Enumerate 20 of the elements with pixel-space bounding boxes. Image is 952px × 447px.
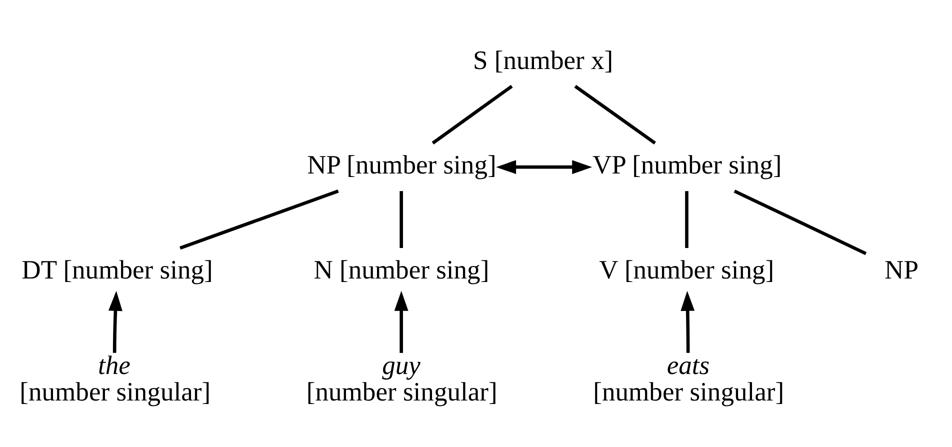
node-text: the [number singular] (20, 350, 211, 407)
arrow (680, 290, 695, 353)
connector (400, 191, 403, 248)
node-text: guy [number singular] (306, 350, 498, 407)
arrow (496, 160, 592, 174)
node-text: N [number sing] (314, 254, 490, 285)
arrow (108, 290, 122, 353)
arrow (394, 290, 408, 353)
connector (574, 84, 656, 144)
connector (180, 190, 339, 250)
node-text: eats [number singular] (593, 350, 784, 407)
node-text: DT [number sing] (22, 254, 213, 285)
node-text: V [number sing] (599, 254, 774, 285)
connector (734, 190, 867, 256)
node-text: S [number x] (473, 44, 614, 75)
connector (432, 84, 513, 144)
node-text: NP [number sing] (307, 150, 496, 180)
node-text: VP [number sing] (592, 150, 782, 180)
connector (685, 191, 688, 248)
node-text: NP (884, 254, 918, 285)
